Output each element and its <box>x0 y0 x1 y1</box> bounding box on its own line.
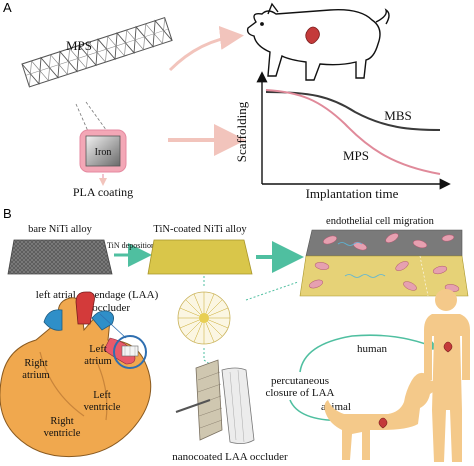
laa-highlight-circle <box>113 335 147 369</box>
coated-alloy-label: TiN-coated NiTi alloy <box>153 224 247 235</box>
stent-illustration <box>21 17 173 88</box>
coated-alloy-plate <box>147 239 253 275</box>
right-ventricle-label-1: Right <box>50 416 73 427</box>
human-heart-icon <box>443 341 453 353</box>
migration-label: endothelial cell migration <box>326 216 435 227</box>
laa-pointer-line <box>99 313 127 339</box>
panel-b-letter: B <box>3 206 12 221</box>
mps-curve <box>265 89 441 175</box>
dog-silhouette <box>324 372 437 460</box>
bare-alloy-label: bare NiTi alloy <box>28 224 93 235</box>
bare-alloy-plate <box>7 239 113 275</box>
deposition-label: TiN deposition <box>107 241 155 250</box>
human-silhouette <box>424 289 470 462</box>
closure-label-2: closure of LAA <box>265 387 334 399</box>
dog-heart-icon <box>378 417 388 429</box>
occluder-device-illustration <box>175 359 255 444</box>
mbs-curve <box>265 91 441 131</box>
iron-label: Iron <box>95 147 112 158</box>
connector-line <box>203 348 219 371</box>
closure-label-1: percutaneous <box>271 375 329 387</box>
pig-illustration <box>246 2 390 81</box>
panel-a-letter: A <box>3 0 12 15</box>
occluder-label: nanocoated LAA occluder <box>172 451 288 463</box>
left-atrium-label-1: Left <box>89 344 107 355</box>
series-label-mbs: MBS <box>384 108 411 123</box>
heart-illustration <box>0 291 152 458</box>
laa-occluder-mini-icon <box>121 345 139 357</box>
human-label: human <box>357 343 387 355</box>
pig-heart-icon <box>305 26 320 44</box>
left-ventricle-label-2: ventricle <box>84 402 121 413</box>
chart-y-label: Scaffolding <box>234 101 249 162</box>
arrow-to-human <box>299 334 439 373</box>
stent-label: MPS <box>66 38 92 53</box>
connector-line <box>245 281 299 301</box>
laa-label-line1: left atrial appendage (LAA) <box>36 289 159 301</box>
right-atrium-label-1: Right <box>24 358 47 369</box>
chart-x-label: Implantation time <box>306 186 399 201</box>
arrow-to-animal <box>168 25 244 72</box>
cell-migration-illustration <box>299 229 469 297</box>
series-label-mps: MPS <box>343 148 369 163</box>
occluder-disc-illustration <box>177 291 231 345</box>
left-atrium-label-2: atrium <box>84 356 111 367</box>
left-ventricle-label-1: Left <box>93 390 111 401</box>
coating-label: PLA coating <box>73 185 133 199</box>
right-ventricle-label-2: ventricle <box>44 428 81 439</box>
right-atrium-label-2: atrium <box>22 370 49 381</box>
scaffolding-chart: Scaffolding Implantation time MBS MPS <box>234 71 451 201</box>
iron-core <box>85 135 121 167</box>
